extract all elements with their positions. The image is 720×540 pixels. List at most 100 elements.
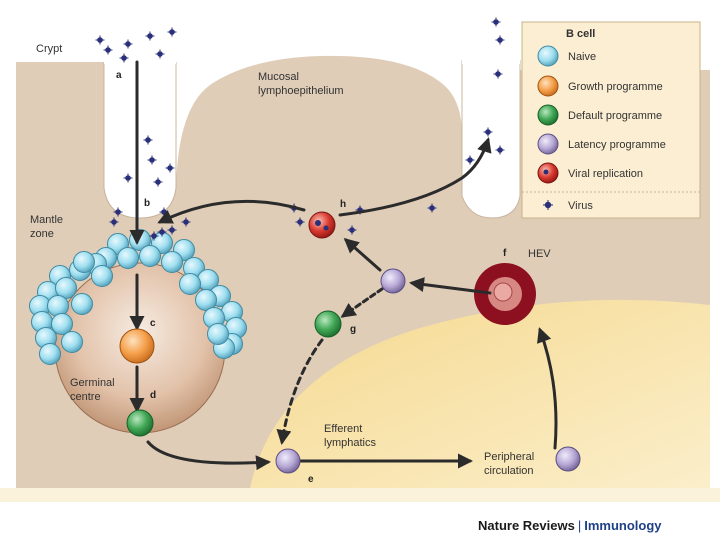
latency-cell-peripheral <box>555 446 581 472</box>
virus-particle <box>181 217 191 227</box>
credit-separator: | <box>577 518 582 533</box>
virus-particle <box>347 225 357 235</box>
virus-particle <box>123 173 133 183</box>
step-d: d <box>150 390 156 401</box>
peripheral-label-1: Peripheral <box>484 451 534 463</box>
virus-particle <box>109 217 119 227</box>
virus-particle <box>145 31 155 41</box>
step-e: e <box>308 474 314 485</box>
arrow-to-efferent-dashed <box>276 338 324 445</box>
legend-title: B cell <box>566 28 595 40</box>
pathway-arrows <box>129 60 558 471</box>
virus-particle <box>495 35 505 45</box>
virus-particle <box>493 69 503 79</box>
virus-particle <box>119 53 129 63</box>
crypt-label: Crypt <box>36 43 62 55</box>
arrow-h-to-mantle <box>157 199 306 224</box>
latency-cell-efferent <box>275 448 301 474</box>
latency-programme-cell-icon <box>537 133 559 155</box>
step-f: f <box>503 248 507 259</box>
journal-name: Immunology <box>584 518 662 533</box>
naive-b-cell <box>91 265 113 287</box>
arrow-to-efferent <box>146 440 271 471</box>
virus-particle <box>427 203 437 213</box>
naive-b-cell <box>207 323 229 345</box>
arrow-to-hev <box>537 327 558 450</box>
naive-b-cell <box>179 273 201 295</box>
naive-b-cell <box>73 251 95 273</box>
hev-vessel <box>474 263 536 325</box>
virus-particle <box>491 17 501 27</box>
crypt-left <box>103 62 177 219</box>
virus-particle <box>483 127 493 137</box>
step-c: c <box>150 318 156 329</box>
legend-item-virus: Virus <box>568 200 593 212</box>
step-a: a <box>116 70 122 81</box>
naive-b-cell <box>161 251 183 273</box>
viral-replication-cell <box>308 211 336 239</box>
mucosal-label-1: Mucosal <box>258 71 299 83</box>
virus-particle <box>165 163 175 173</box>
virus-particle <box>167 225 177 235</box>
virus-particle <box>157 227 167 237</box>
step-g: g <box>350 324 356 335</box>
arrow-to-h <box>343 238 382 272</box>
virus-particle <box>147 155 157 165</box>
mucosal-label-2: lymphoepithelium <box>258 85 344 97</box>
naive-b-cell <box>139 245 161 267</box>
germinal-label-1: Germinal <box>70 377 115 389</box>
default-programme-cell-d <box>126 409 154 437</box>
naive-b-cell-icon <box>537 45 559 67</box>
publisher-credit: Nature Reviews|Immunology <box>478 518 662 533</box>
naive-b-cell <box>51 313 73 335</box>
legend-item-naive: Naive <box>568 51 596 63</box>
virus-particle <box>295 217 305 227</box>
arrow-h-to-crypt <box>338 137 492 217</box>
legend-item-default: Default programme <box>568 110 662 122</box>
mantle-zone-cells <box>29 229 247 365</box>
default-programme-cell-icon <box>537 104 559 126</box>
legend-item-growth: Growth programme <box>568 81 663 93</box>
legend-item-viral: Viral replication <box>568 168 643 180</box>
naive-b-cell <box>47 295 69 317</box>
crypt-right <box>461 60 521 219</box>
efferent-label-2: lymphatics <box>324 437 376 449</box>
legend-item-latency: Latency programme <box>568 139 666 151</box>
viral-replication-cell-icon <box>537 162 559 184</box>
virus-particle <box>149 231 159 241</box>
growth-programme-cell-icon <box>537 75 559 97</box>
mantle-label-2: zone <box>30 228 54 240</box>
virus-particles <box>95 17 505 241</box>
virus-particle <box>103 45 113 55</box>
virus-particle <box>113 207 123 217</box>
mantle-label-1: Mantle <box>30 214 63 226</box>
virus-particle <box>95 35 105 45</box>
arrow-g <box>340 287 384 318</box>
legend: B cell Naive Growth programme Default pr… <box>521 21 701 219</box>
step-h: h <box>340 199 346 210</box>
virus-icon <box>543 200 553 210</box>
step-b: b <box>144 198 150 209</box>
efferent-label-1: Efferent <box>324 423 362 435</box>
arrow-f <box>409 277 492 295</box>
virus-particle <box>143 135 153 145</box>
virus-particle <box>153 177 163 187</box>
virus-particle <box>155 49 165 59</box>
peripheral-label-2: circulation <box>484 465 534 477</box>
naive-b-cell <box>61 331 83 353</box>
default-programme-cell-g <box>314 310 342 338</box>
germinal-label-2: centre <box>70 391 101 403</box>
hev-label: HEV <box>528 248 551 260</box>
virus-particle <box>167 27 177 37</box>
virus-particle <box>465 155 475 165</box>
circulation-region <box>250 299 710 488</box>
latency-cell-near-hev <box>380 268 406 294</box>
virus-particle <box>495 145 505 155</box>
publisher-name: Nature Reviews <box>478 518 575 533</box>
naive-b-cell <box>39 343 61 365</box>
growth-programme-cell <box>119 328 155 364</box>
virus-particle <box>123 39 133 49</box>
naive-b-cell <box>71 293 93 315</box>
naive-b-cell <box>117 247 139 269</box>
